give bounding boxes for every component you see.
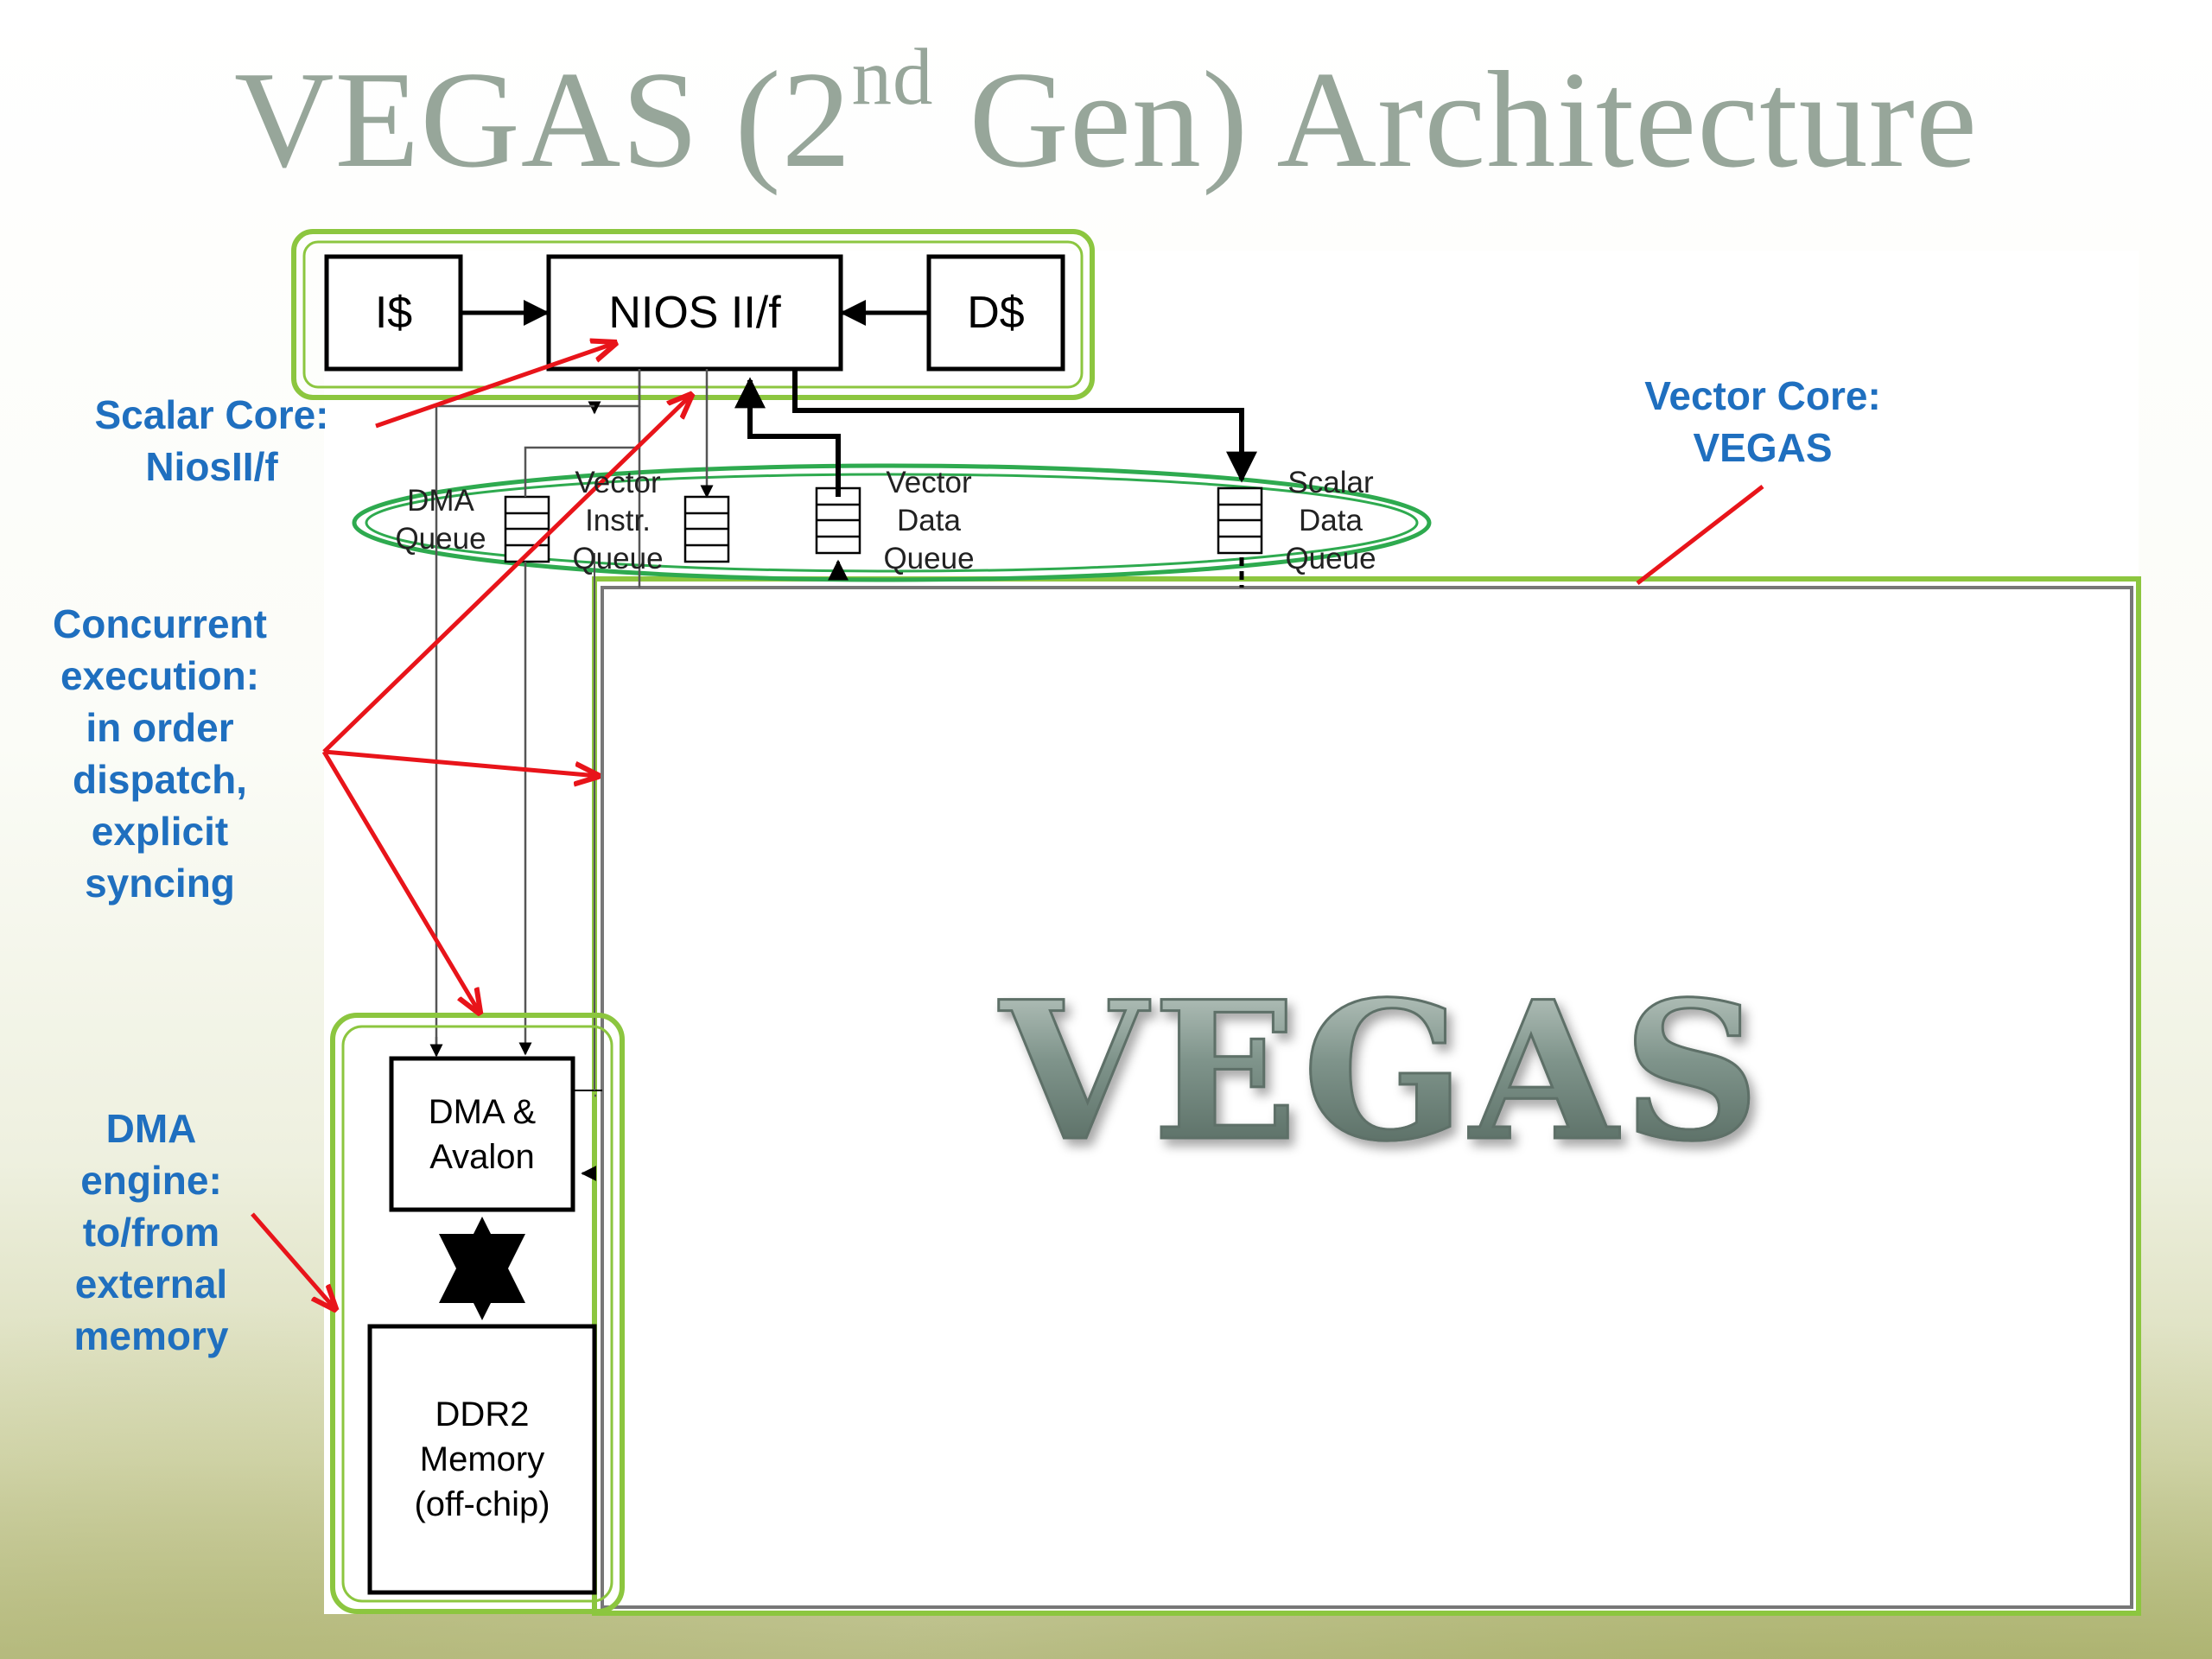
scalar-data-queue-stack bbox=[1217, 486, 1263, 555]
dma-avalon-label: DMA & Avalon bbox=[428, 1092, 537, 1176]
icache-label: I$ bbox=[374, 288, 413, 338]
scalar-data-queue-label: Scalar Data Queue bbox=[1285, 466, 1376, 575]
dma-queue-stack bbox=[504, 495, 550, 563]
vegas-block-label: VEGAS bbox=[605, 958, 2160, 1185]
dcache-label: D$ bbox=[967, 288, 1025, 338]
vector-data-queue-label: Vector Data Queue bbox=[883, 466, 975, 575]
ddr2-memory-label: DDR2 Memory (off-chip) bbox=[414, 1395, 550, 1523]
vector-instr-queue-stack bbox=[683, 495, 730, 563]
queue-group-outline bbox=[352, 463, 1432, 582]
nios-label: NIOS II/f bbox=[608, 288, 781, 338]
vector-core-annotation: Vector Core: VEGAS bbox=[1644, 373, 1881, 470]
dma-avalon-box bbox=[389, 1056, 575, 1212]
dma-queue-label: DMA Queue bbox=[395, 484, 486, 556]
vector-instr-queue-label: Vector Instr. Queue bbox=[572, 466, 664, 575]
ddr2-memory-box bbox=[367, 1324, 597, 1595]
dma-engine-annotation: DMA engine: to/from external memory bbox=[73, 1106, 229, 1358]
icache-box bbox=[324, 254, 463, 372]
title-superscript: nd bbox=[851, 32, 934, 122]
dcache-box bbox=[926, 254, 1065, 372]
concurrent-execution-annotation: Concurrent execution: in order dispatch,… bbox=[53, 601, 267, 906]
slide-title: VEGAS (2nd Gen) Architecture bbox=[234, 32, 1978, 196]
vector-core-box bbox=[601, 586, 2133, 1609]
vector-data-queue-stack bbox=[815, 486, 861, 555]
scalar-core-annotation: Scalar Core: NiosII/f bbox=[94, 392, 329, 489]
